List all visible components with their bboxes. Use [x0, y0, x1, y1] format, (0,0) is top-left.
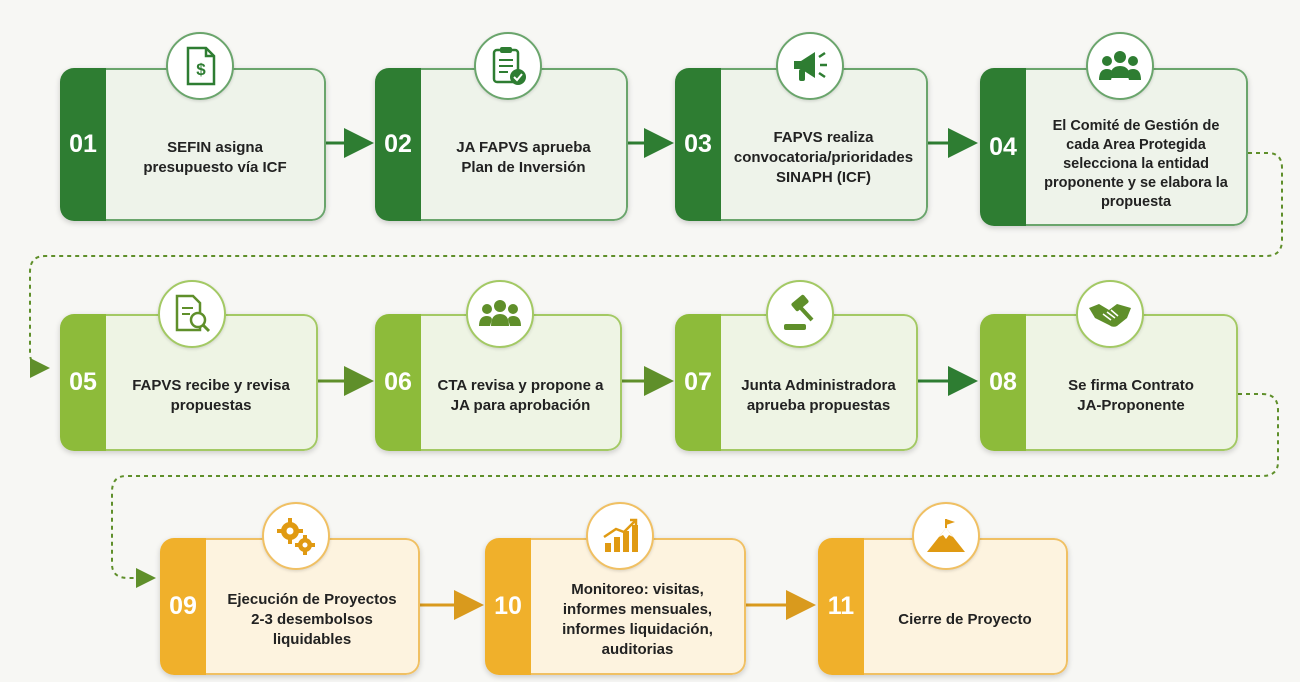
step-number: 01: [60, 68, 106, 221]
step-number: 11: [818, 538, 864, 675]
megaphone-icon: [776, 32, 844, 100]
dollar-document-icon: $: [166, 32, 234, 100]
group-icon: [1086, 32, 1154, 100]
gavel-icon: [766, 280, 834, 348]
step-number: 07: [675, 314, 721, 451]
step-number: 10: [485, 538, 531, 675]
mountain-flag-icon: [912, 502, 980, 570]
svg-text:$: $: [196, 60, 206, 79]
step-number: 06: [375, 314, 421, 451]
step-number: 03: [675, 68, 721, 221]
clipboard-check-icon: [474, 32, 542, 100]
growth-chart-icon: [586, 502, 654, 570]
step-number: 09: [160, 538, 206, 675]
step-number: 02: [375, 68, 421, 221]
step-number: 04: [980, 68, 1026, 226]
step-number: 05: [60, 314, 106, 451]
document-search-icon: [158, 280, 226, 348]
team-icon: [466, 280, 534, 348]
handshake-icon: [1076, 280, 1144, 348]
gears-icon: [262, 502, 330, 570]
step-card-03: 03 FAPVS realiza convocatoria/prioridade…: [675, 68, 928, 221]
step-card-08: 08 Se firma Contrato JA-Proponente: [980, 314, 1238, 451]
step-number: 08: [980, 314, 1026, 451]
